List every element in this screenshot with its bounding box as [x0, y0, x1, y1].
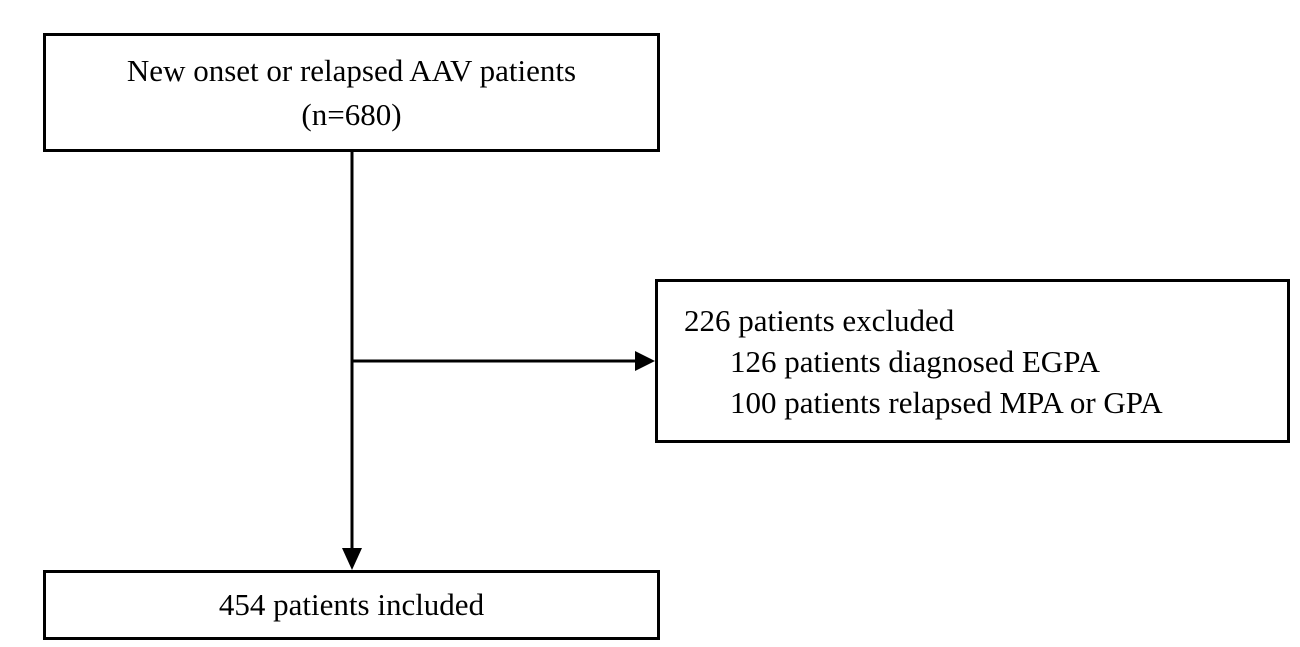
- exclusion-box: 226 patients excluded 126 patients diagn…: [655, 279, 1290, 443]
- included-box: 454 patients included: [43, 570, 660, 640]
- arrowhead-right: [635, 351, 655, 371]
- cohort-box: New onset or relapsed AAV patients (n=68…: [43, 33, 660, 152]
- cohort-title: New onset or relapsed AAV patients: [126, 52, 577, 88]
- exclusion-item-relapsed: 100 patients relapsed MPA or GPA: [730, 384, 1163, 420]
- included-label: 454 patients included: [218, 587, 485, 622]
- exclusion-heading: 226 patients excluded: [684, 302, 955, 338]
- cohort-count: (n=680): [301, 96, 402, 132]
- exclusion-item-egpa: 126 patients diagnosed EGPA: [730, 343, 1100, 379]
- arrowhead-down: [342, 548, 362, 570]
